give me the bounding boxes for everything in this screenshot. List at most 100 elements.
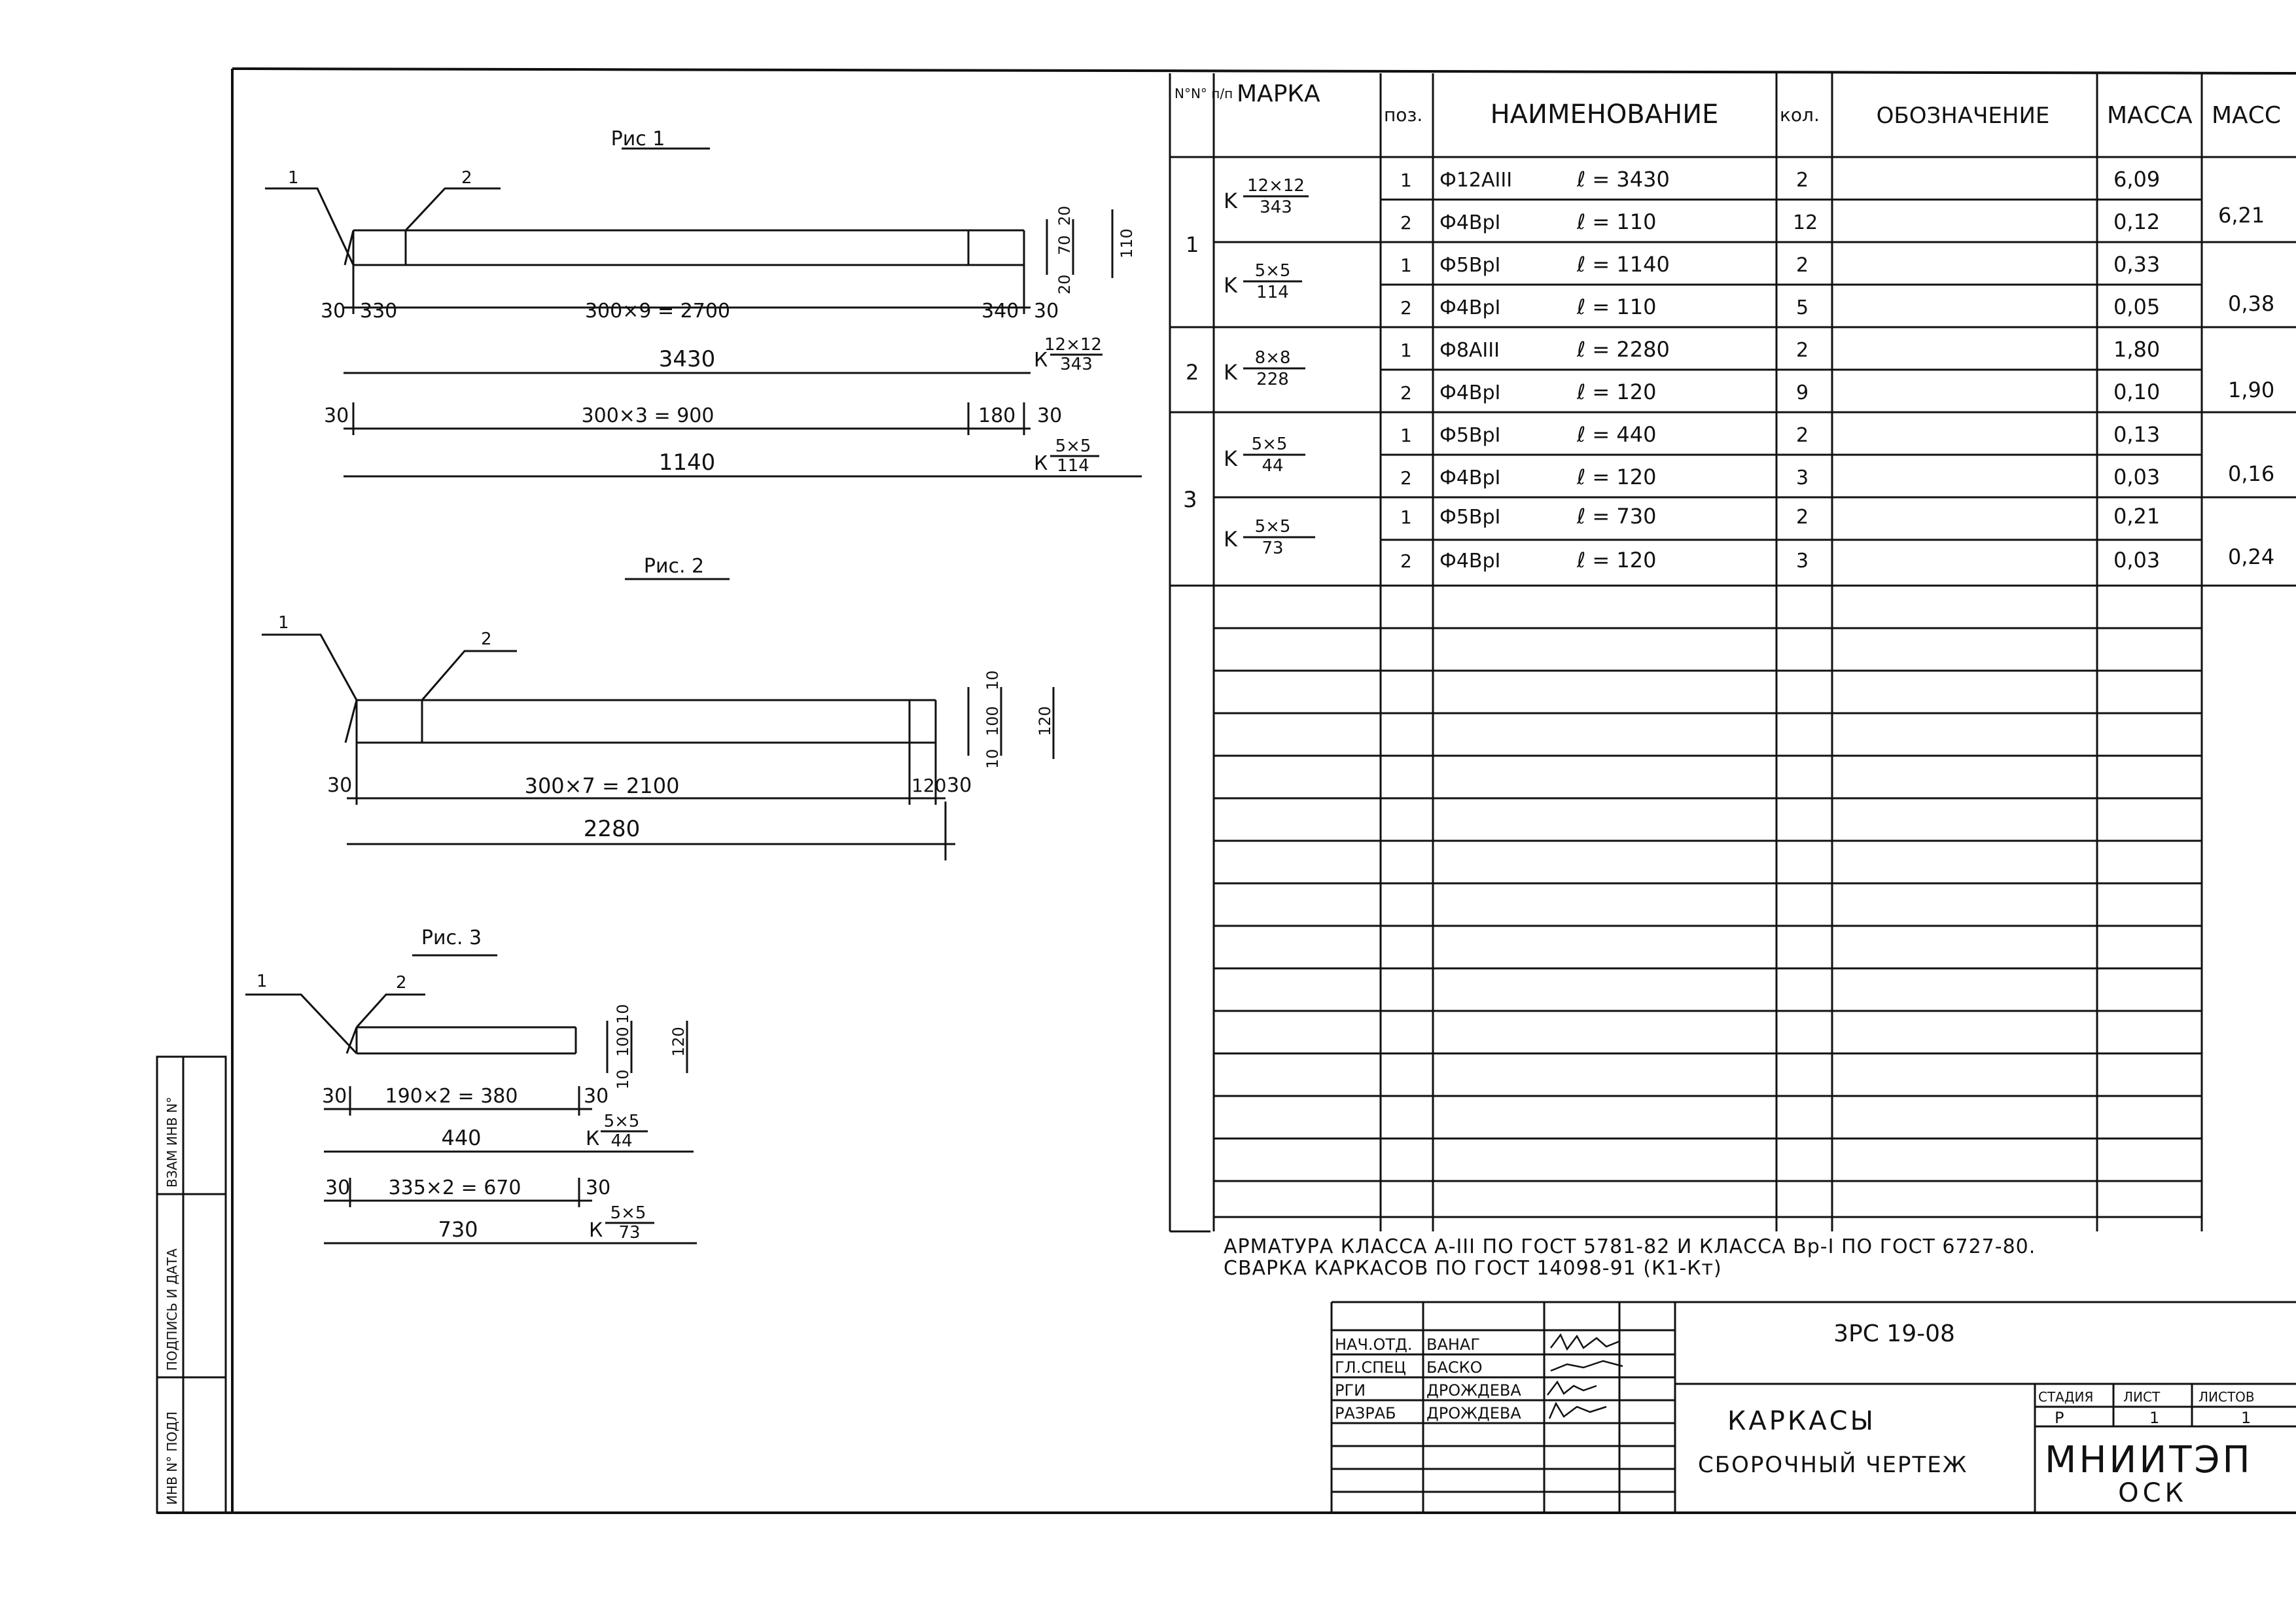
spec-table-grid (1169, 73, 2296, 1233)
spec-table: N°N° п/п МАРКА поз. НАИМЕНОВАНИЕ кол. ОБ… (1169, 73, 2296, 1233)
cell-diam: Ф4ВрI (1439, 296, 1500, 319)
fig3-callout-2: 2 (396, 973, 407, 993)
cell-qty: 2 (1796, 506, 1809, 529)
fig1-row2-dim-1: 300×3 = 900 (582, 404, 715, 427)
cell-mass: 0,10 (2113, 380, 2160, 404)
role-name: ДРОЖДЕВА (1426, 1381, 1521, 1400)
fig2-dim-0: 30 (327, 774, 352, 797)
fig2-side-dim-0: 10 (983, 670, 1002, 690)
cell-pos: 2 (1400, 550, 1412, 572)
cell-pos: 1 (1400, 255, 1412, 276)
title-block-grid (1330, 1301, 2296, 1513)
sheet-header: ЛИСТ (2123, 1389, 2161, 1405)
table-row: 2 Ф4ВрI ℓ = 120 9 0,10 (1400, 380, 2160, 404)
title-block: НАЧ.ОТД. ВАНАГ ГЛ.СПЕЦ БАСКО РГИ ДРОЖДЕВ… (1330, 1301, 2296, 1513)
table-row: 1 Ф8АIII ℓ = 2280 2 1,80 (1400, 337, 2160, 362)
cell-diam: Ф5ВрI (1439, 254, 1500, 277)
fig1-side-dim-3: 110 (1118, 228, 1136, 258)
table-row: 1 Ф12АIII ℓ = 3430 2 6,09 (1400, 167, 2160, 192)
cell-qty: 5 (1796, 296, 1809, 319)
fig2-side-dim-1: 100 (983, 706, 1002, 736)
cell-qty: 2 (1796, 169, 1809, 192)
fig3-total-1: 440 (441, 1125, 481, 1150)
cell-qty: 2 (1796, 254, 1809, 277)
fig3-mark-1-prefix: К (586, 1127, 599, 1150)
title-role-row: РГИ ДРОЖДЕВА (1335, 1381, 1521, 1400)
sheets-header: ЛИСТОВ (2199, 1389, 2255, 1405)
fig1-dim-2: 300×9 = 2700 (585, 300, 730, 323)
mark-num: 5×5 (1255, 517, 1291, 537)
cell-mass: 0,03 (2113, 548, 2160, 573)
cell-mass: 1,80 (2113, 337, 2160, 362)
cell-diam: Ф4ВрI (1439, 550, 1500, 573)
fig2-callout-2: 2 (481, 629, 492, 649)
cell-len: ℓ = 440 (1576, 422, 1656, 447)
role-name: ВАНАГ (1426, 1335, 1480, 1354)
fig3-callout-1: 1 (256, 972, 268, 991)
cell-diam: Ф4ВрI (1439, 211, 1500, 234)
fig3-mark-1-num: 5×5 (604, 1112, 640, 1131)
cell-mass: 0,03 (2113, 465, 2160, 489)
mark-num: 5×5 (1255, 261, 1291, 281)
group-3-num: 3 (1183, 487, 1197, 513)
mark-prefix: K (1224, 360, 1238, 385)
cell-qty: 12 (1793, 211, 1818, 234)
stage-value: Р (2055, 1409, 2064, 1427)
note-line-2: СВАРКА КАРКАСОВ ПО ГОСТ 14098-91 (К1-Кт) (1224, 1257, 1722, 1280)
fig3-mark-2-den: 73 (618, 1223, 640, 1243)
fig3-mark-2-prefix: К (589, 1219, 603, 1242)
fig2-dim-2: 120 (911, 775, 946, 796)
header-mass: МАССА (2107, 102, 2193, 129)
header-num: N°N° п/п (1174, 86, 1233, 101)
cell-pos: 2 (1400, 467, 1412, 489)
mark-prefix: K (1224, 527, 1238, 552)
mark-den: 73 (1262, 538, 1283, 558)
header-name: НАИМЕНОВАНИЕ (1491, 99, 1719, 130)
cell-mass: 0,33 (2113, 252, 2160, 277)
cell-mass-total: 0,38 (2228, 291, 2274, 316)
cell-pos: 1 (1400, 506, 1412, 528)
cell-len: ℓ = 730 (1576, 504, 1656, 529)
cell-mass-total: 0,24 (2228, 544, 2274, 569)
mark-prefix: K (1224, 188, 1238, 213)
fig3-dim-0: 30 (322, 1085, 347, 1108)
title-role-row: ГЛ.СПЕЦ БАСКО (1335, 1358, 1483, 1377)
fig1-mark-1-prefix: К (1034, 349, 1048, 372)
cell-qty: 3 (1796, 467, 1809, 489)
fig1-total-2: 1140 (659, 450, 716, 476)
mark-prefix: K (1224, 446, 1238, 471)
header-qty: кол. (1780, 104, 1820, 126)
mark-den: 44 (1262, 456, 1283, 476)
cell-len: ℓ = 120 (1576, 380, 1656, 404)
cell-len: ℓ = 120 (1576, 548, 1656, 573)
cell-diam: Ф4ВрI (1439, 467, 1500, 489)
notes: АРМАТУРА КЛАССА А-III ПО ГОСТ 5781-82 И … (1224, 1235, 2036, 1280)
mark-num: 5×5 (1252, 434, 1288, 454)
cell-mass: 0,13 (2113, 422, 2160, 447)
figure-3-title: Рис. 3 (421, 927, 482, 949)
cell-mass-total: 0,16 (2228, 461, 2274, 486)
figure-2: Рис. 2 1 2 30 300×7 = 2100 120 30 2280 1… (262, 555, 1055, 860)
cell-qty: 9 (1796, 381, 1809, 404)
mark-num: 12×12 (1247, 176, 1305, 196)
fig3-total-2: 730 (438, 1217, 478, 1242)
fig1-total-1: 3430 (659, 346, 716, 372)
cell-mass: 0,05 (2113, 294, 2160, 319)
title-role-row: РАЗРАБ ДРОЖДЕВА (1335, 1404, 1521, 1422)
stamp-label-replace-inv: ВЗАМ ИНВ N° (164, 1097, 180, 1188)
fig1-mark-1-den: 343 (1060, 355, 1093, 374)
fig3-row2-dim-2: 30 (586, 1176, 610, 1199)
role-label: НАЧ.ОТД. (1335, 1335, 1412, 1354)
signature-marks (1547, 1333, 1623, 1419)
header-designation: ОБОЗНАЧЕНИЕ (1877, 103, 2050, 129)
fig1-row2-dim-2: 180 (978, 404, 1016, 427)
role-name: БАСКО (1426, 1358, 1483, 1377)
cell-mass-total: 1,90 (2228, 378, 2274, 402)
mark-den: 343 (1260, 198, 1292, 217)
drawing-title: КАРКАСЫ (1727, 1406, 1876, 1436)
fig1-dim-0: 30 (321, 300, 345, 323)
callout-2: 2 (461, 168, 472, 188)
note-line-1: АРМАТУРА КЛАССА А-III ПО ГОСТ 5781-82 И … (1224, 1235, 2036, 1258)
fig1-side-dim-0: 20 (1055, 205, 1074, 226)
